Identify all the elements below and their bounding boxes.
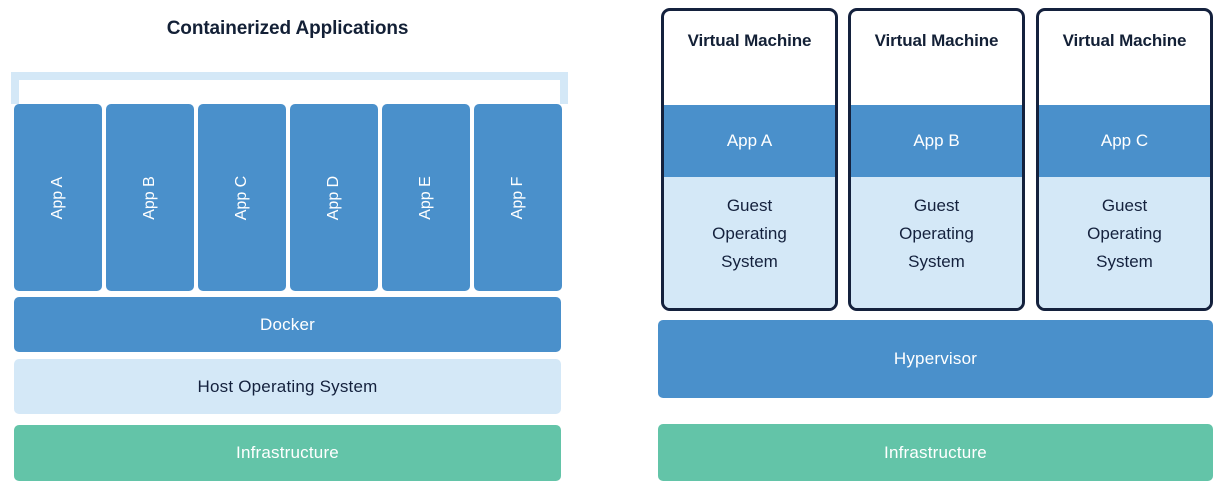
host-operating-system-layer-bar: Host Operating System — [14, 359, 561, 414]
infrastructure-layer-bar-left: Infrastructure — [14, 425, 561, 481]
virtual-machine-title: Virtual Machine — [687, 31, 812, 50]
virtual-machine-app-band: App B — [851, 105, 1022, 177]
app-container-label: App F — [509, 176, 526, 219]
virtual-machine-app-band: App C — [1039, 105, 1210, 177]
app-container-box: App A — [14, 104, 102, 291]
app-container-box: App B — [106, 104, 194, 291]
app-container-label: App C — [233, 175, 250, 220]
docker-layer-bar: Docker — [14, 297, 561, 352]
container-bracket-inner — [19, 80, 560, 105]
virtual-machine-title: Virtual Machine — [1062, 31, 1187, 50]
app-container-label: App E — [417, 175, 434, 220]
hypervisor-layer-bar: Hypervisor — [658, 320, 1213, 398]
app-container-box: App C — [198, 104, 286, 291]
containers-diagram-panel: Containerized Applications App A App B A… — [0, 0, 600, 501]
page-title: Containerized Applications — [166, 18, 409, 39]
app-container-label: App B — [141, 175, 158, 220]
app-container-label: App A — [49, 176, 66, 219]
virtual-machine-title: Virtual Machine — [874, 31, 999, 50]
app-container-box: App D — [290, 104, 378, 291]
virtual-machine-app-band: App A — [664, 105, 835, 177]
app-container-box: App E — [382, 104, 470, 291]
app-container-label: App D — [325, 175, 342, 220]
infrastructure-layer-bar-right: Infrastructure — [658, 424, 1213, 481]
app-container-box: App F — [474, 104, 562, 291]
container-bracket — [11, 72, 568, 105]
